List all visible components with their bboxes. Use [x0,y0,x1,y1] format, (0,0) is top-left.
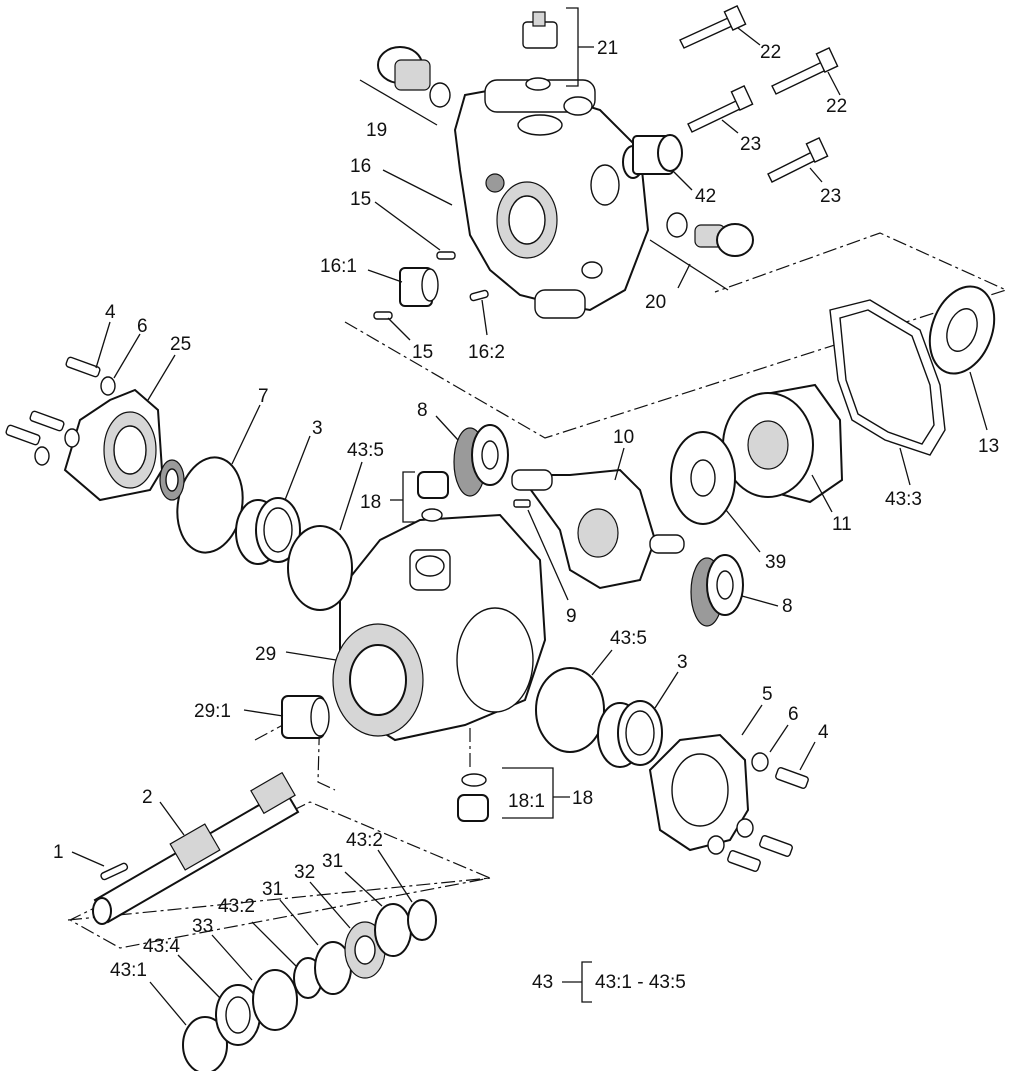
label-8b: 8 [782,596,793,617]
label-29-1: 29:1 [194,701,231,722]
label-8a: 8 [417,400,428,421]
relief-valve-20 [666,212,754,257]
label-23a: 23 [740,134,761,155]
relief-valve-19 [377,46,451,108]
washers-6b [707,752,769,855]
label-15a: 15 [350,189,371,210]
label-43-4: 43:4 [143,936,180,957]
key-1 [100,862,129,881]
bearing-race-3b [597,700,663,768]
assembly-outline-upper [344,232,1008,439]
label-2: 2 [142,787,153,808]
needle-bearing-16-1 [399,267,439,307]
snap-ring-43-2b [407,899,437,941]
label-43-5a: 43:5 [347,440,384,461]
bolts-4a [5,356,101,446]
label-7: 7 [258,386,269,407]
label-15b: 15 [412,342,433,363]
label-32: 32 [294,862,315,883]
o-ring-43-5a [287,525,353,611]
valve-cap-21 [522,11,558,91]
label-19: 19 [366,120,387,141]
o-ring-43-5b [535,667,605,753]
label-22a: 22 [760,42,781,63]
plug-18-1 [457,773,489,822]
valve-plate-13 [928,285,996,375]
label-22b: 22 [826,96,847,117]
bolts-4b [727,767,809,872]
label-9: 9 [566,606,577,627]
label-10: 10 [613,427,634,448]
label-43: 43 [532,972,553,993]
label-20: 20 [645,292,666,313]
swash-plate-39 [670,431,736,525]
label-4a: 4 [105,302,116,323]
label-25: 25 [170,334,191,355]
end-cover-housing [453,79,650,319]
tapered-bearing-8b [690,554,744,627]
bolt-22b [771,47,839,95]
label-13: 13 [978,436,999,457]
label-16-2: 16:2 [468,342,505,363]
label-43-5b: 43:5 [610,628,647,649]
label-29: 29 [255,644,276,665]
label-21: 21 [597,38,618,59]
label-6b: 6 [788,704,799,725]
label-4b: 4 [818,722,829,743]
label-43-1: 43:1 [110,960,147,981]
retaining-ring-43-1 [182,1016,228,1071]
drive-shaft-2 [92,771,300,925]
tapered-bearing-8a [453,424,509,497]
label-6a: 6 [137,316,148,337]
label-43-2b: 43:2 [346,830,383,851]
pin-15b [373,311,393,320]
pin-15a [436,251,456,260]
label-43-3: 43:3 [885,489,922,510]
label-39: 39 [765,552,786,573]
label-3b: 3 [677,652,688,673]
gasket-43-3 [829,299,946,456]
label-11: 11 [832,514,852,535]
label-18b: 18 [572,788,593,809]
main-housing-29 [332,513,547,742]
fitting-42 [622,134,683,179]
end-cover-5 [648,733,750,852]
washer-31b [374,903,412,957]
label-3a: 3 [312,418,323,439]
label-31a: 31 [262,879,283,900]
swash-block-10 [511,468,685,590]
needle-bearing-29-1 [281,695,330,739]
pin-16-2 [469,289,489,302]
cylinder-barrel-11 [722,383,844,504]
washer-33 [252,969,298,1031]
bearing-race-3a [235,497,301,565]
label-1: 1 [53,842,64,863]
key-9 [513,499,531,508]
plug-18a [417,471,449,522]
seal-43-4 [215,984,261,1046]
bolt-22a [679,5,747,49]
label-33: 33 [192,916,213,937]
front-cover-25 [63,388,185,502]
bolt-23a [687,85,754,133]
label-31b: 31 [322,851,343,872]
label-42: 42 [695,186,716,207]
label-16: 16 [350,156,371,177]
label-18a: 18 [360,492,381,513]
washers-6a [34,376,116,466]
bolt-23b [767,137,829,183]
label-18-1: 18:1 [508,791,545,812]
label-5: 5 [762,684,773,705]
label-43-2a: 43:2 [218,896,255,917]
label-23b: 23 [820,186,841,207]
label-43-range: 43:1 - 43:5 [595,972,686,993]
label-16-1: 16:1 [320,256,357,277]
